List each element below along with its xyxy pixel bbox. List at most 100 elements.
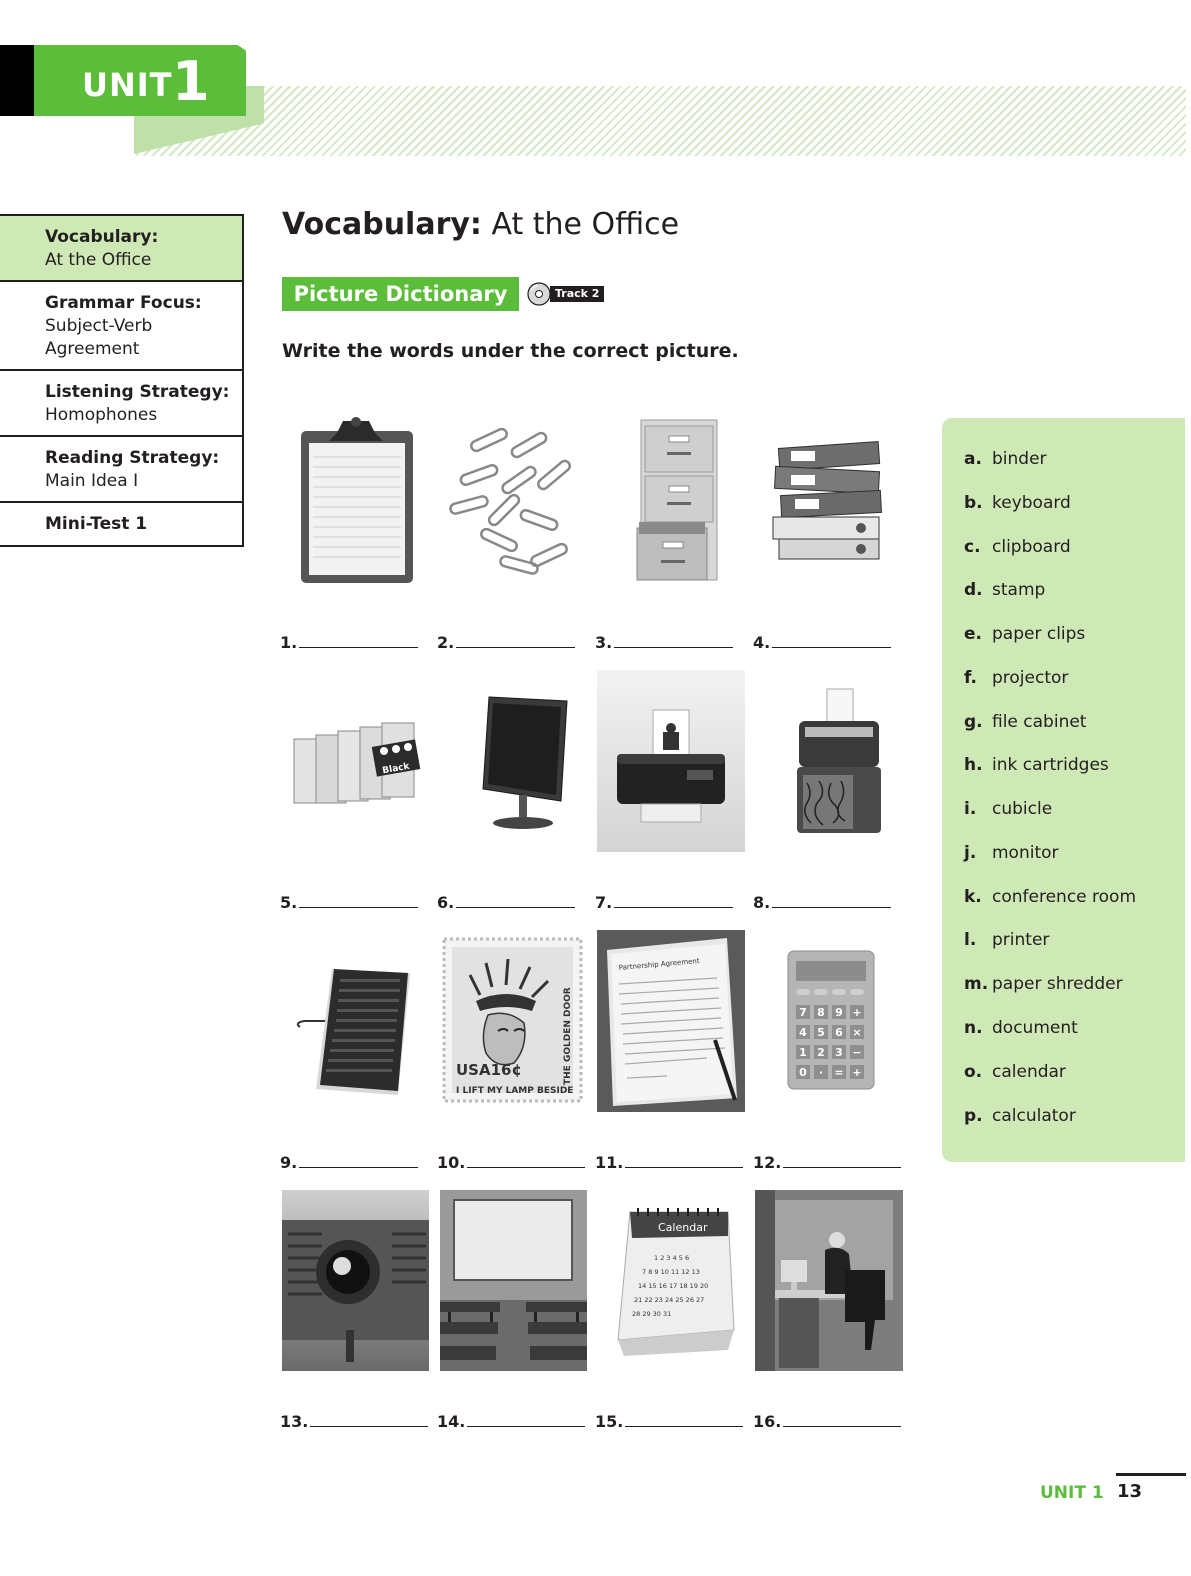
answer-number: 13.	[280, 1412, 309, 1431]
ink-cartridges-image: Black	[282, 670, 430, 850]
word-bank-word: keyboard	[992, 493, 1071, 513]
word-bank-item: o.calendar	[964, 1062, 1066, 1082]
sidebar-item-vocabulary[interactable]: Vocabulary: At the Office	[0, 216, 242, 282]
answer-blank-3[interactable]: 3.	[595, 630, 733, 652]
calendar-row: 14 15 16 17 18 19 20	[638, 1282, 708, 1290]
page-title: Vocabulary: At the Office	[282, 207, 679, 242]
word-bank-item: h.ink cartridges	[964, 755, 1109, 775]
word-bank-letter: j.	[964, 843, 977, 863]
sidebar-item-sub: Homophones	[45, 405, 158, 425]
sidebar-item-minitest[interactable]: Mini-Test 1	[0, 503, 242, 545]
cubicle-image	[755, 1190, 903, 1371]
cd-icon	[527, 282, 551, 306]
calc-key: +	[852, 1006, 861, 1019]
answer-number: 4.	[753, 633, 771, 652]
answer-blank-4[interactable]: 4.	[753, 630, 891, 652]
calc-key: ×	[852, 1026, 861, 1039]
word-bank-letter: g.	[964, 712, 983, 732]
section-sidebar: Vocabulary: At the Office Grammar Focus:…	[0, 214, 244, 547]
answer-blank-1[interactable]: 1.	[280, 630, 418, 652]
answer-blank-13[interactable]: 13.	[280, 1409, 428, 1431]
word-bank-word: cubicle	[992, 799, 1053, 819]
word-bank-letter: p.	[964, 1106, 983, 1126]
word-bank-word: monitor	[992, 843, 1059, 863]
word-bank-word: projector	[992, 668, 1069, 688]
word-bank-item: i.cubicle	[964, 799, 1052, 819]
word-bank-item: a.binder	[964, 449, 1047, 469]
track-badge[interactable]: Track 2	[550, 286, 605, 302]
answer-blank-12[interactable]: 12.	[753, 1150, 901, 1172]
footer-rule	[1116, 1473, 1186, 1476]
word-bank-letter: b.	[964, 493, 983, 513]
monitor-image	[440, 670, 588, 850]
cartridge-label: Black	[382, 762, 412, 777]
answer-blank-14[interactable]: 14.	[437, 1409, 585, 1431]
answer-number: 7.	[595, 893, 613, 912]
instructions: Write the words under the correct pictur…	[282, 340, 739, 362]
answer-line	[625, 1426, 743, 1427]
calendar-row: 28 29 30 31	[632, 1310, 671, 1318]
answer-blank-2[interactable]: 2.	[437, 630, 575, 652]
answer-blank-11[interactable]: 11.	[595, 1150, 743, 1172]
unit-tab	[34, 45, 246, 116]
answer-line	[772, 647, 891, 648]
answer-blank-16[interactable]: 16.	[753, 1409, 901, 1431]
answer-number: 14.	[437, 1412, 466, 1431]
word-bank: a.binder b.keyboard c.clipboard d.stamp …	[942, 418, 1185, 1162]
sidebar-item-sub: Main Idea I	[45, 471, 139, 491]
answer-blank-5[interactable]: 5.	[280, 890, 418, 912]
paper-clips-image	[440, 410, 588, 590]
header-stripe-band	[136, 86, 1186, 156]
word-bank-item: m.paper shredder	[964, 974, 1123, 994]
sidebar-item-listening[interactable]: Listening Strategy: Homophones	[0, 371, 242, 437]
word-bank-letter: a.	[964, 449, 982, 469]
calendar-row: 7 8 9 10 11 12 13	[642, 1268, 700, 1276]
answer-number: 1.	[280, 633, 298, 652]
sidebar-item-title: Listening Strategy:	[45, 382, 230, 402]
word-bank-letter: k.	[964, 887, 982, 907]
word-bank-item: n.document	[964, 1018, 1078, 1038]
calc-key: 0	[799, 1066, 807, 1079]
word-bank-letter: n.	[964, 1018, 983, 1038]
calc-key: =	[834, 1066, 843, 1079]
word-bank-item: c. clipboard	[964, 537, 1071, 557]
answer-blank-15[interactable]: 15.	[595, 1409, 743, 1431]
answer-number: 2.	[437, 633, 455, 652]
sidebar-item-sub: At the Office	[45, 250, 152, 270]
calc-key: 7	[799, 1006, 807, 1019]
word-bank-word: file cabinet	[992, 712, 1087, 732]
answer-line	[614, 907, 733, 908]
answer-line	[299, 907, 418, 908]
answer-blank-7[interactable]: 7.	[595, 890, 733, 912]
word-bank-word: paper clips	[992, 624, 1086, 644]
projector-image	[282, 1190, 429, 1371]
calc-key: 5	[817, 1026, 825, 1039]
picture-dictionary-badge: Picture Dictionary	[282, 277, 519, 311]
answer-number: 15.	[595, 1412, 624, 1431]
word-bank-item: b. keyboard	[964, 493, 1071, 513]
calc-key: ·	[819, 1066, 823, 1079]
answer-line	[456, 907, 575, 908]
word-bank-item: d.stamp	[964, 580, 1045, 600]
answer-line	[299, 647, 418, 648]
word-bank-item: l.printer	[964, 930, 1049, 950]
sidebar-item-grammar[interactable]: Grammar Focus: Subject-Verb Agreement	[0, 282, 242, 371]
unit-number: 1	[172, 50, 210, 113]
answer-blank-6[interactable]: 6.	[437, 890, 575, 912]
word-bank-word: clipboard	[992, 537, 1071, 557]
word-bank-item: k.conference room	[964, 887, 1136, 907]
word-bank-letter: c.	[964, 537, 981, 557]
sidebar-item-title: Grammar Focus:	[45, 293, 202, 313]
sidebar-item-reading[interactable]: Reading Strategy: Main Idea I	[0, 437, 242, 503]
sidebar-item-sub: Subject-Verb Agreement	[45, 316, 153, 359]
calendar-row: 1 2 3 4 5 6	[654, 1254, 689, 1262]
file-cabinet-image	[598, 410, 746, 590]
answer-blank-10[interactable]: 10.	[437, 1150, 585, 1172]
page-number: 13	[1117, 1481, 1143, 1502]
sidebar-item-title: Mini-Test 1	[45, 514, 148, 534]
answer-blank-9[interactable]: 9.	[280, 1150, 418, 1172]
answer-blank-8[interactable]: 8.	[753, 890, 891, 912]
stamp-image: USA16¢ I LIFT MY LAMP BESIDE THE GOLDEN …	[440, 935, 585, 1105]
page-title-bold: Vocabulary:	[282, 207, 482, 242]
answer-line	[310, 1426, 428, 1427]
